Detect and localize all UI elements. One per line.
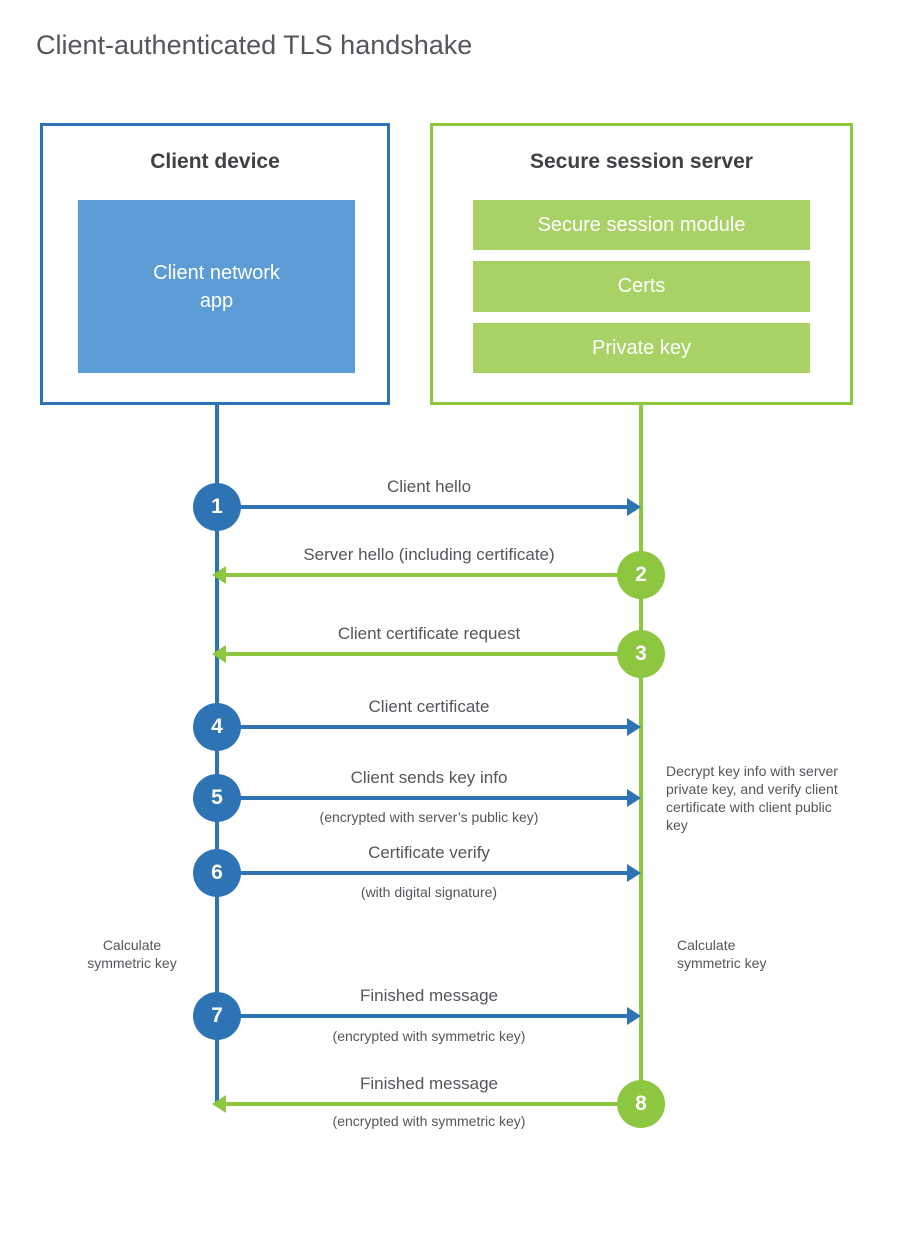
step-1-label: Client hello: [386, 477, 472, 496]
arrowhead-right-icon: [627, 718, 641, 736]
step-2-badge: 2: [617, 551, 665, 599]
annotation-decrypt-note: Decrypt key info with server private key…: [666, 763, 838, 833]
step-5-badge: 5: [193, 774, 241, 822]
step-3-badge: 3: [617, 630, 665, 678]
annotation-calculate-symmetric-key-client: Calculate symmetric key: [87, 937, 177, 971]
page-title: Client-authenticated TLS handshake: [36, 30, 473, 60]
step-4-label: Client certificate: [368, 697, 490, 716]
step-8-label: Finished message: [360, 1074, 498, 1093]
step-6-badge: 6: [193, 849, 241, 897]
step-4-badge: 4: [193, 703, 241, 751]
step-5-label: Client sends key info: [350, 768, 508, 787]
arrowhead-left-icon: [212, 645, 226, 663]
step-4-arrow: [240, 725, 627, 729]
server-module-certs: Certs: [473, 261, 810, 312]
step-3-label: Client certificate request: [337, 624, 521, 643]
step-6-label: Certificate verify: [368, 843, 490, 862]
step-8-arrow: [226, 1102, 618, 1106]
arrowhead-right-icon: [627, 789, 641, 807]
server-lifeline: [639, 405, 643, 1105]
client-lifeline: [215, 405, 219, 1104]
arrowhead-left-icon: [212, 1095, 226, 1113]
step-7-sublabel: (encrypted with symmetric key): [332, 1028, 526, 1044]
server-module-private-key: Private key: [473, 323, 810, 373]
step-5-sublabel: (encrypted with server’s public key): [319, 809, 539, 825]
arrowhead-left-icon: [212, 566, 226, 584]
arrowhead-right-icon: [627, 864, 641, 882]
step-7-arrow: [240, 1014, 627, 1018]
client-network-app-box: Client network app: [78, 200, 355, 373]
arrowhead-right-icon: [627, 498, 641, 516]
step-2-label: Server hello (including certificate): [303, 545, 555, 564]
step-1-badge: 1: [193, 483, 241, 531]
step-7-badge: 7: [193, 992, 241, 1040]
step-2-arrow: [226, 573, 618, 577]
arrowhead-right-icon: [627, 1007, 641, 1025]
server-box: Secure session server Secure session mod…: [430, 123, 853, 405]
server-title: Secure session server: [530, 150, 753, 173]
step-3-arrow: [226, 652, 618, 656]
step-8-sublabel: (encrypted with symmetric key): [332, 1113, 526, 1129]
client-device-box: Client device Client network app: [40, 123, 390, 405]
step-6-sublabel: (with digital signature): [360, 884, 498, 900]
step-6-arrow: [240, 871, 627, 875]
step-8-badge: 8: [617, 1080, 665, 1128]
server-module-secure-session: Secure session module: [473, 200, 810, 250]
step-5-arrow: [240, 796, 627, 800]
client-device-title: Client device: [150, 150, 280, 173]
step-7-label: Finished message: [360, 986, 498, 1005]
step-1-arrow: [240, 505, 627, 509]
annotation-calculate-symmetric-key-server: Calculate symmetric key: [677, 937, 767, 971]
